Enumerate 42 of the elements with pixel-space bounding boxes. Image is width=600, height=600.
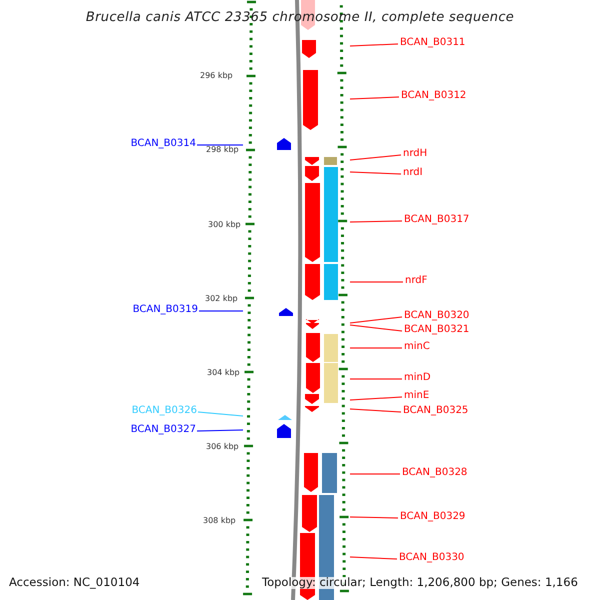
leader-line	[350, 220, 402, 222]
leader-line	[198, 310, 244, 312]
gene-label: BCAN_B0320	[404, 311, 470, 321]
gene-label: nrdI	[403, 168, 423, 178]
leader-line	[350, 316, 402, 324]
gene-label: nrdF	[405, 276, 428, 286]
gene-label: BCAN_B0317	[404, 215, 470, 225]
tick-label: 296 kbp	[200, 72, 233, 80]
leader-line	[350, 378, 402, 380]
gene-label: BCAN_B0321	[404, 325, 470, 335]
leader-line	[196, 430, 244, 432]
tick-label: 308 kbp	[203, 517, 236, 525]
leader-line	[350, 396, 402, 400]
leader-line	[350, 556, 398, 560]
gene-label: BCAN_B0312	[401, 91, 466, 101]
gene-label: BCAN_B0329	[400, 512, 466, 522]
gene-label: BCAN_B0325	[403, 406, 468, 416]
gene-label: BCAN_B0326	[132, 406, 197, 416]
gene-label: minE	[404, 391, 430, 401]
leader-line	[350, 172, 402, 174]
leader-line	[350, 324, 402, 332]
gene-label: BCAN_B0314	[130, 139, 196, 149]
accession-text: Accession: NC_010104	[9, 577, 140, 588]
gene-label: BCAN_B0327	[130, 425, 196, 435]
gene-label: BCAN_B0311	[400, 38, 466, 48]
leader-line	[196, 144, 244, 146]
leader-line	[350, 96, 400, 100]
tick-label: 298 kbp	[206, 146, 239, 154]
gene-label: BCAN_B0330	[399, 553, 464, 563]
gene-label: BCAN_B0328	[402, 468, 468, 478]
gene-label: minD	[404, 373, 431, 383]
leader-line	[350, 154, 402, 160]
gene-label: BCAN_B0319	[132, 305, 198, 315]
gene-label: minC	[404, 342, 430, 352]
leader-line	[198, 412, 244, 416]
summary-text: Topology: circular; Length: 1,206,800 bp; Genes: 1,166	[262, 577, 578, 588]
gene-label: nrdH	[403, 149, 428, 159]
leader-line	[350, 516, 398, 518]
tick-label: 302 kbp	[205, 295, 238, 303]
title: Brucella canis ATCC 23365 chromosome II, complete sequence	[84, 11, 516, 24]
leader-line	[350, 408, 402, 412]
leader-line	[350, 44, 398, 46]
